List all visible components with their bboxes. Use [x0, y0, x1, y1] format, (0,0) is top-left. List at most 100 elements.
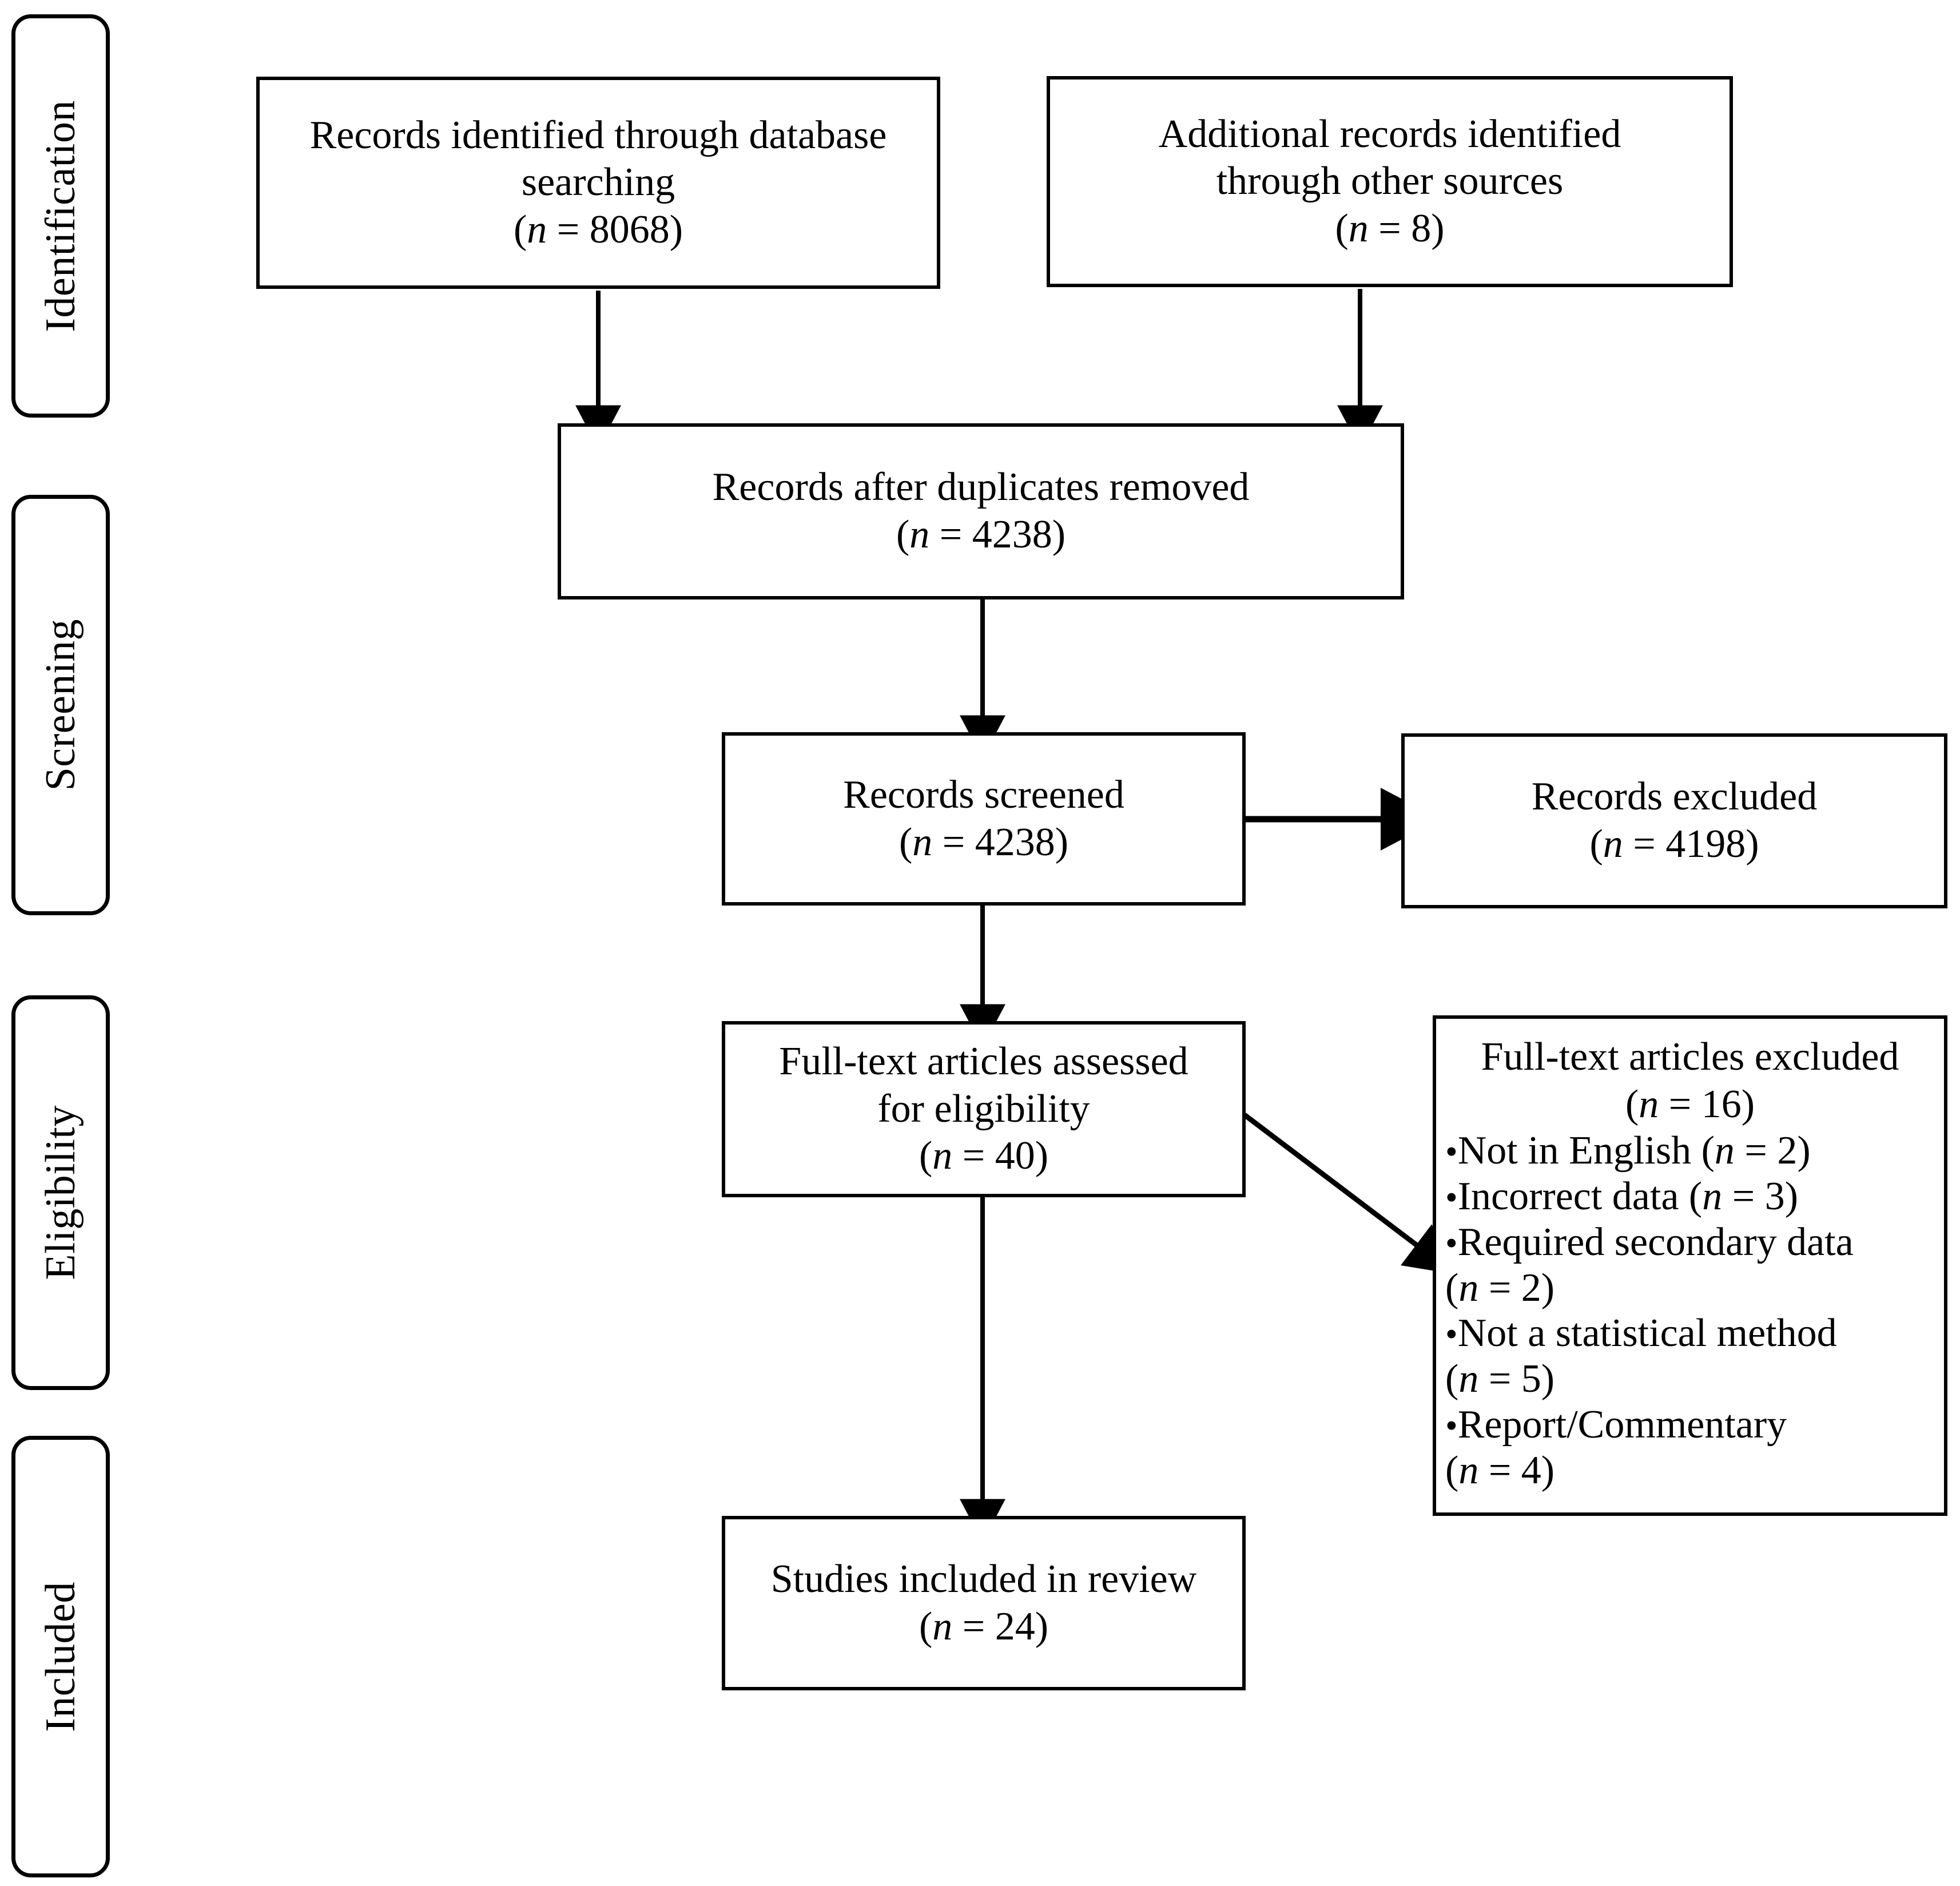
- paren-close: ): [1541, 1357, 1555, 1401]
- line-1: Full-text articles excluded: [1481, 1035, 1899, 1079]
- equals: =: [1478, 1265, 1521, 1310]
- reason-label: Not in English: [1457, 1129, 1701, 1173]
- box-fulltext-articles-excluded: Full-text articles excluded (n = 16) •No…: [1433, 1015, 1947, 1516]
- line-2: for eligibility: [877, 1086, 1090, 1131]
- box-records-screened: Records screened (n = 4238): [722, 732, 1246, 906]
- line-1: Full-text articles assessed: [779, 1039, 1188, 1084]
- box-additional-records-other-sources: Additional records identified through ot…: [1047, 76, 1733, 287]
- bullet-icon: •: [1445, 1315, 1458, 1355]
- box-fulltext-articles-excluded-text: Full-text articles excluded (n = 16) •No…: [1436, 1019, 1944, 1494]
- line-1: Records after duplicates removed: [712, 465, 1250, 510]
- n-symbol: n: [932, 1134, 953, 1178]
- bullet-icon: •: [1445, 1406, 1458, 1446]
- list-item: •Incorrect data (n = 3): [1445, 1174, 1935, 1220]
- n-symbol: n: [909, 513, 930, 557]
- paren-open: (: [1688, 1174, 1703, 1218]
- paren-close: ): [1541, 1265, 1555, 1310]
- n-symbol: n: [1458, 1265, 1479, 1310]
- reason-value: 4: [1521, 1448, 1541, 1492]
- list-item: •Not a statistical method: [1445, 1311, 1935, 1356]
- count-value: 4238: [972, 513, 1052, 557]
- reason-label: Incorrect data: [1457, 1174, 1689, 1218]
- box-records-identified-database-search-text: Records identified through database sear…: [301, 112, 896, 254]
- reason-label: Required secondary data: [1457, 1220, 1854, 1264]
- paren-close: ): [1055, 820, 1069, 864]
- paren-close: ): [1741, 1082, 1755, 1126]
- count-line: (n = 24): [771, 1603, 1197, 1651]
- box-additional-records-other-sources-text: Additional records identified through ot…: [1150, 111, 1631, 253]
- equals: =: [1659, 1082, 1701, 1126]
- paren-open: (: [1589, 822, 1603, 866]
- count-value: 16: [1701, 1082, 1742, 1126]
- box-fulltext-articles-assessed-text: Full-text articles assessed for eligibil…: [770, 1038, 1197, 1180]
- reason-label: Report/Commentary: [1457, 1402, 1787, 1447]
- count-line: (n = 40): [779, 1133, 1188, 1180]
- equals: =: [929, 513, 972, 557]
- line-2: through other sources: [1216, 159, 1564, 204]
- paren-close: ): [1035, 1604, 1049, 1649]
- count-value: 8068: [589, 207, 670, 252]
- paren-close: ): [1431, 206, 1445, 251]
- box-records-screened-text: Records screened (n = 4238): [834, 772, 1134, 866]
- equals: =: [952, 1604, 995, 1649]
- line-1: Studies included in review: [770, 1557, 1197, 1601]
- box-studies-included-in-review: Studies included in review (n = 24): [722, 1516, 1246, 1690]
- line-1: Records screened: [843, 772, 1124, 817]
- equals: =: [1478, 1448, 1521, 1492]
- n-symbol: n: [912, 820, 933, 864]
- line-1: Records identified through database: [309, 113, 887, 157]
- equals: =: [1722, 1174, 1765, 1218]
- paren-open: (: [1445, 1357, 1459, 1401]
- arrow-fulltext-assessed-to-fulltext-excluded: [1243, 1113, 1456, 1274]
- count-line: (n = 16): [1445, 1081, 1935, 1129]
- reason-label: Not a statistical method: [1457, 1311, 1837, 1356]
- box-records-after-duplicates-removed-text: Records after duplicates removed (n = 42…: [703, 464, 1259, 558]
- paren-open: (: [1335, 206, 1349, 251]
- count-value: 4198: [1665, 822, 1746, 866]
- count-value: 8: [1411, 206, 1432, 251]
- bullet-icon: •: [1445, 1224, 1458, 1263]
- equals: =: [952, 1134, 995, 1178]
- bullet-icon: •: [1445, 1133, 1458, 1172]
- paren-open: (: [899, 820, 913, 864]
- stage-label-identification: Identification: [11, 14, 110, 418]
- n-symbol: n: [1603, 822, 1623, 866]
- box-records-identified-database-search: Records identified through database sear…: [256, 77, 940, 289]
- paren-close: ): [1035, 1134, 1049, 1178]
- equals: =: [1734, 1129, 1778, 1173]
- n-symbol: n: [1458, 1448, 1479, 1492]
- reason-value: 2: [1521, 1265, 1541, 1310]
- equals: =: [1368, 206, 1412, 251]
- count-value: 40: [995, 1134, 1035, 1178]
- box-studies-included-in-review-text: Studies included in review (n = 24): [762, 1556, 1206, 1650]
- paren-close: ): [1541, 1448, 1555, 1492]
- n-symbol: n: [1348, 206, 1369, 251]
- paren-open: (: [919, 1134, 933, 1178]
- list-item: •Report/Commentary: [1445, 1402, 1935, 1448]
- stage-label-identification-text: Identification: [37, 100, 84, 332]
- paren-close: ): [1746, 822, 1759, 866]
- reason-value: 5: [1521, 1357, 1541, 1401]
- paren-open: (: [1445, 1448, 1459, 1492]
- paren-open: (: [1701, 1129, 1715, 1173]
- stage-label-screening-text: Screening: [37, 619, 84, 791]
- paren-open: (: [1625, 1082, 1639, 1126]
- list-item-continuation: (n = 2): [1445, 1265, 1935, 1311]
- line-2: searching: [521, 160, 675, 205]
- paren-open: (: [1445, 1265, 1459, 1310]
- stage-label-screening: Screening: [11, 495, 110, 915]
- paren-open: (: [513, 207, 527, 252]
- paren-close: ): [1052, 513, 1066, 557]
- paren-open: (: [919, 1604, 933, 1649]
- stage-label-included-text: Included: [37, 1581, 84, 1732]
- reason-value: 2: [1777, 1129, 1798, 1173]
- list-item-continuation: (n = 4): [1445, 1448, 1935, 1494]
- count-value: 4238: [975, 820, 1055, 864]
- bullet-icon: •: [1445, 1178, 1458, 1217]
- reason-value: 3: [1764, 1174, 1785, 1218]
- count-line: (n = 8): [1159, 205, 1621, 253]
- list-item: •Required secondary data: [1445, 1220, 1935, 1265]
- count-line: (n = 4238): [843, 819, 1124, 867]
- count-line: (n = 8068): [310, 207, 887, 254]
